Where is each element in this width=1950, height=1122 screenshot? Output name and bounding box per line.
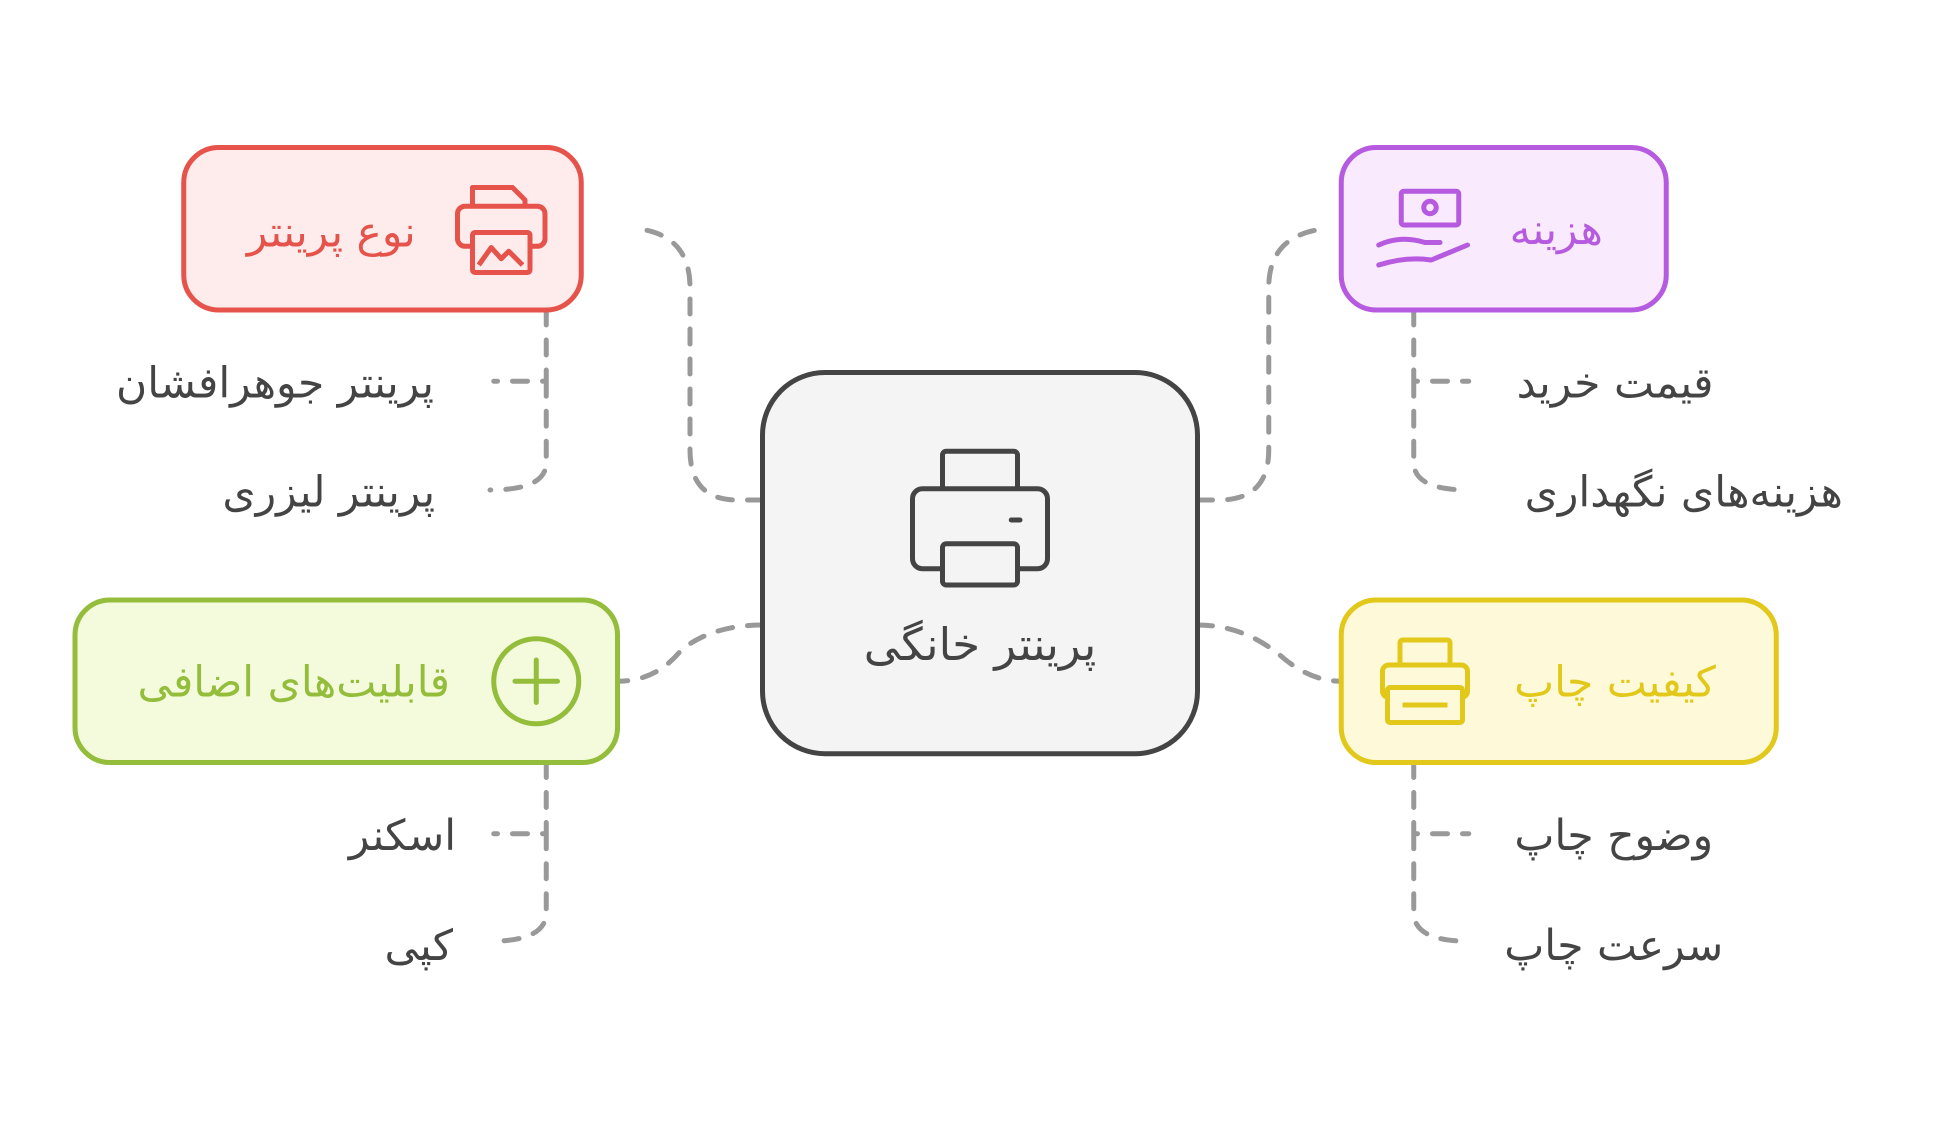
connector-center-extras xyxy=(615,622,765,684)
printer-icon xyxy=(910,448,1050,588)
connector-quality-items xyxy=(1411,760,1472,944)
connector-center-cost xyxy=(1195,226,1328,503)
printer-icon xyxy=(1380,637,1470,726)
connectors xyxy=(487,226,1472,944)
leaf-print-speed: سرعت چاپ xyxy=(1504,922,1723,971)
leaf-maintenance-cost: هزینه‌های نگهداری xyxy=(1525,467,1843,517)
branch-extras[interactable]: قابلیت‌های اضافی xyxy=(72,597,620,766)
leaf-laser-printer: پرینتر لیزری xyxy=(222,468,435,517)
extras-label: قابلیت‌های اضافی xyxy=(138,658,450,707)
connector-extras-items xyxy=(487,760,549,944)
connector-cost-items xyxy=(1411,307,1472,493)
connector-printer-type-items xyxy=(487,307,549,493)
quality-label: کیفیت چاپ xyxy=(1514,658,1717,707)
leaf-purchase-price: قیمت خرید xyxy=(1517,360,1714,409)
leaf-inkjet-printer: پرینتر جوهرافشان xyxy=(116,360,434,409)
printer-type-label: نوع پرینتر xyxy=(245,208,416,257)
branch-quality[interactable]: کیفیت چاپ xyxy=(1338,597,1779,766)
plus-circle-icon xyxy=(491,636,582,727)
connector-center-printer-type xyxy=(635,226,765,503)
connector-center-quality xyxy=(1195,622,1344,684)
photo-printer-icon xyxy=(455,185,548,276)
branch-cost[interactable]: هزینه xyxy=(1338,145,1669,313)
leaf-scanner: اسکنر xyxy=(347,812,456,861)
cost-label: هزینه xyxy=(1510,206,1603,255)
money-hand-icon xyxy=(1376,188,1470,268)
leaf-copy: کپی xyxy=(385,922,454,971)
branch-printer-type[interactable]: نوع پرینتر xyxy=(181,145,584,313)
center-node[interactable]: پرینتر خانگی xyxy=(760,370,1200,757)
center-label: پرینتر خانگی xyxy=(864,618,1097,671)
leaf-print-resolution: وضوح چاپ xyxy=(1514,812,1713,861)
